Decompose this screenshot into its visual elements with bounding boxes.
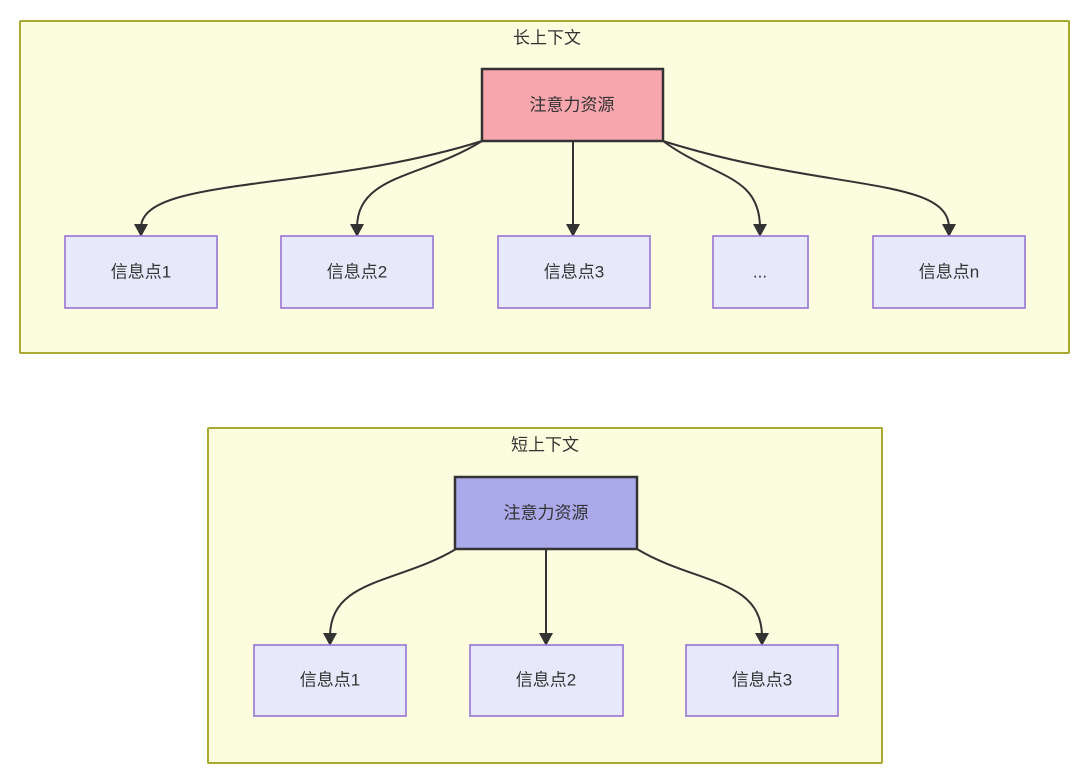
edge-long-hub-to-node5 bbox=[662, 140, 950, 229]
edge-long-hub-to-node2 bbox=[356, 140, 483, 229]
long-context-title: 长上下文 bbox=[513, 29, 581, 48]
long-info-node-n-label: 信息点n bbox=[919, 263, 979, 282]
edge-short-hub-to-node3 bbox=[636, 548, 763, 638]
short-info-node-2-label: 信息点2 bbox=[516, 671, 576, 690]
short-info-node-1 bbox=[253, 644, 407, 717]
arrowhead-icon bbox=[942, 224, 956, 237]
short-context-title: 短上下文 bbox=[511, 436, 579, 455]
short-attention-hub-box bbox=[453, 475, 639, 551]
arrowhead-icon bbox=[134, 224, 148, 237]
edge-long-hub-to-node4 bbox=[662, 140, 761, 229]
long-info-node-ellipsis bbox=[712, 235, 809, 309]
long-info-node-2 bbox=[280, 235, 434, 309]
arrowhead-icon bbox=[566, 224, 580, 237]
long-info-node-3 bbox=[497, 235, 651, 309]
long-info-node-1-label: 信息点1 bbox=[111, 263, 171, 282]
edge-long-hub-to-node1 bbox=[140, 140, 483, 229]
long-attention-hub-label: 注意力资源 bbox=[530, 96, 615, 115]
short-info-node-3 bbox=[685, 644, 839, 717]
long-info-node-n bbox=[872, 235, 1026, 309]
arrowhead-icon bbox=[323, 633, 337, 646]
long-info-node-1 bbox=[64, 235, 218, 309]
arrowhead-icon bbox=[755, 633, 769, 646]
long-info-node-3-label: 信息点3 bbox=[544, 263, 604, 282]
long-info-node-ellipsis-label: ... bbox=[753, 263, 767, 282]
short-info-node-3-label: 信息点3 bbox=[732, 671, 792, 690]
long-attention-hub-box bbox=[480, 67, 665, 143]
arrowhead-icon bbox=[539, 633, 553, 646]
arrowhead-icon bbox=[753, 224, 767, 237]
short-info-node-2 bbox=[469, 644, 624, 717]
short-info-node-1-label: 信息点1 bbox=[300, 671, 360, 690]
long-info-node-2-label: 信息点2 bbox=[327, 263, 387, 282]
short-attention-hub-label: 注意力资源 bbox=[504, 504, 589, 523]
arrowhead-icon bbox=[350, 224, 364, 237]
edge-short-hub-to-node1 bbox=[329, 548, 457, 638]
long-context-diagram: 长上下文 注意力资源 信息点1 信息点2 信息点3 ... bbox=[19, 20, 1070, 354]
short-context-diagram: 短上下文 注意力资源 信息点1 信息点2 信息点3 bbox=[207, 427, 883, 764]
